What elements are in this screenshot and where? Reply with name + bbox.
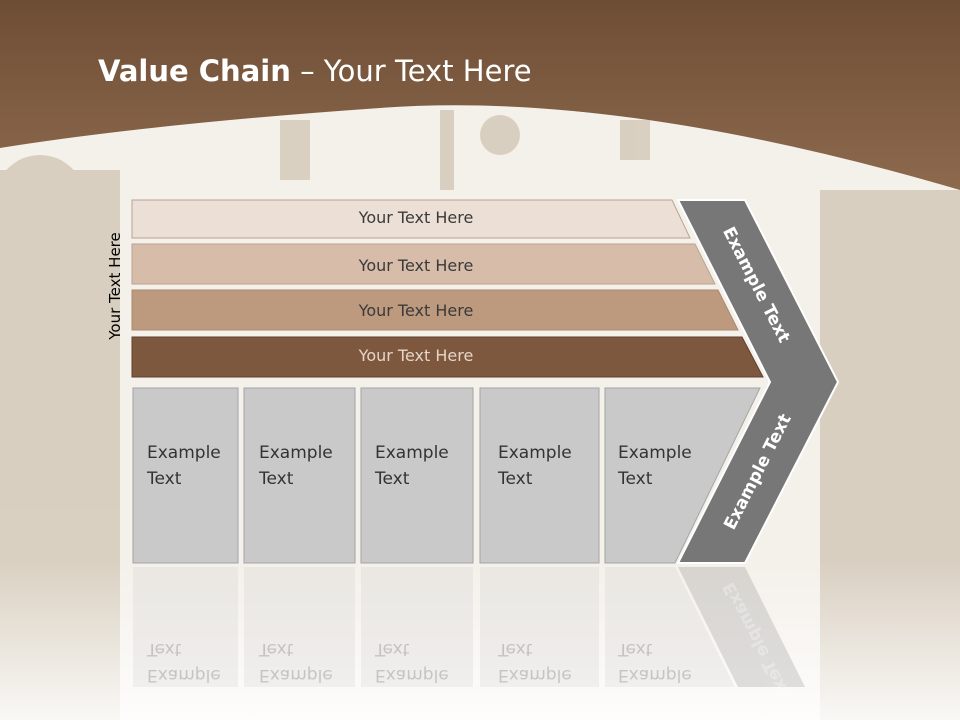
- box-5-line2: Text: [618, 469, 653, 489]
- box-2-line2: Text: [259, 469, 294, 489]
- box-5-reflection: Example Text: [618, 636, 718, 688]
- bar-4-shape: [131, 336, 764, 378]
- box-5-line1: Example: [618, 443, 692, 463]
- box-4-reflection-line2: Text: [498, 639, 533, 659]
- box-3-reflection-line2: Text: [375, 639, 410, 659]
- bar-2-label: Your Text Here: [358, 256, 474, 275]
- box-1-shape: [132, 387, 239, 564]
- title-bold: Value Chain: [98, 54, 291, 88]
- bar-1-label: Your Text Here: [358, 208, 474, 227]
- box-1-line2: Text: [147, 469, 182, 489]
- box-3-reflection: Example Text: [375, 636, 475, 688]
- bar-1-shape: [131, 199, 691, 239]
- box-2-reflection-line1: Example: [259, 665, 333, 685]
- box-2-text: Example Text: [259, 440, 359, 492]
- slide-title: Value Chain – Your Text Here: [98, 54, 532, 88]
- box-5-text: Example Text: [618, 440, 718, 492]
- box-5-reflection-line2: Text: [618, 639, 653, 659]
- box-5-reflection-line1: Example: [618, 665, 692, 685]
- box-4-line1: Example: [498, 443, 572, 463]
- bar-3-shape: [131, 289, 739, 331]
- bar-4-label: Your Text Here: [358, 346, 474, 365]
- box-3-reflection-line1: Example: [375, 665, 449, 685]
- box-2-reflection-line2: Text: [259, 639, 294, 659]
- header-band: [0, 0, 960, 190]
- bar-2-shape: [131, 243, 716, 285]
- box-1-reflection: Example Text: [147, 636, 247, 688]
- box-2-shape: [243, 387, 356, 564]
- box-3-text: Example Text: [375, 440, 475, 492]
- side-label-text: Your Text Here: [106, 232, 124, 340]
- box-3-line1: Example: [375, 443, 449, 463]
- bar-3-label: Your Text Here: [358, 301, 474, 320]
- box-5-shape: [604, 387, 761, 564]
- title-rest: – Your Text Here: [290, 54, 532, 88]
- box-1-reflection-line1: Example: [147, 665, 221, 685]
- box-1-text: Example Text: [147, 440, 247, 492]
- box-3-shape: [360, 387, 474, 564]
- box-2-reflection: Example Text: [259, 636, 359, 688]
- box-4-reflection: Example Text: [498, 636, 598, 688]
- box-4-reflection-line1: Example: [498, 665, 572, 685]
- box-4-shape: [479, 387, 600, 564]
- box-3-line2: Text: [375, 469, 410, 489]
- box-2-line1: Example: [259, 443, 333, 463]
- box-4-line2: Text: [498, 469, 533, 489]
- chevron-shape: [676, 199, 840, 564]
- box-1-line1: Example: [147, 443, 221, 463]
- box-1-reflection-line2: Text: [147, 639, 182, 659]
- box-4-text: Example Text: [498, 440, 598, 492]
